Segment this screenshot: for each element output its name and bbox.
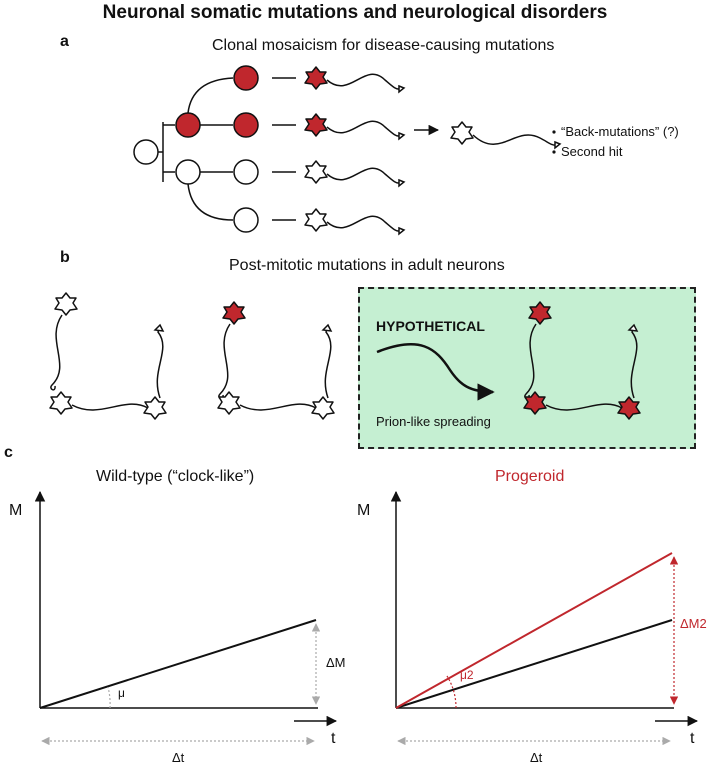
wildtype-neuron: [304, 208, 406, 236]
note-second-hit: Second hit: [561, 144, 623, 159]
panel-a-subtitle: Clonal mosaicism for disease-causing mut…: [212, 37, 555, 54]
wildtype-cell: [175, 159, 201, 185]
mutant-cell: [175, 112, 201, 138]
neuron-network-healthy: [49, 292, 167, 420]
plot-progeroid: [390, 490, 699, 746]
angle-arc: [446, 675, 457, 709]
left-plot-title: Wild-type (“clock-like”): [96, 468, 255, 485]
reverted-neuron: [450, 121, 562, 150]
left-y-axis-label: M: [9, 502, 23, 519]
left-x-axis-label: t: [331, 730, 336, 747]
angle-arc: [107, 686, 111, 709]
neuron-network-mutant: [217, 301, 335, 420]
mutation-rate-line: [395, 619, 673, 709]
mutant-neuron: [304, 113, 406, 141]
note-back-mutations: “Back-mutations” (?): [561, 124, 679, 139]
panel-letter-a: a: [60, 33, 69, 50]
lineage-tree: [133, 65, 562, 236]
spreading-arrow: [376, 342, 495, 401]
figure-title: Neuronal somatic mutations and neurologi…: [102, 2, 608, 23]
right-y-axis-label: M: [357, 502, 371, 519]
panel-letter-c: c: [4, 444, 13, 461]
mutation-rate-line: [39, 619, 317, 709]
panel-letter-b: b: [60, 249, 70, 266]
wildtype-cell: [233, 207, 259, 233]
right-delta-t-label: Δt: [530, 750, 543, 765]
right-delta-m2-label: ΔM2: [680, 616, 707, 631]
panel-b-subtitle: Post-mitotic mutations in adult neurons: [229, 257, 505, 274]
right-plot-title: Progeroid: [495, 468, 565, 485]
progeroid-rate-line: [395, 552, 673, 709]
left-delta-t-label: Δt: [172, 750, 185, 765]
neuron-network-spreading: [523, 301, 641, 420]
hypothetical-label: HYPOTHETICAL: [376, 318, 485, 334]
right-angle-label: μ2: [460, 668, 474, 682]
mutant-cell: [233, 112, 259, 138]
plot-wildtype: [34, 490, 338, 746]
left-angle-label: μ: [118, 686, 125, 700]
right-x-axis-label: t: [690, 730, 695, 747]
wildtype-cell: [233, 159, 259, 185]
spreading-label: Prion-like spreading: [376, 414, 491, 429]
mutant-cell: [233, 65, 259, 91]
wildtype-neuron: [304, 160, 406, 188]
left-delta-m-label: ΔM: [326, 655, 346, 670]
hypothetical-box: [358, 287, 696, 449]
progenitor-cell: [133, 139, 159, 165]
mutant-neuron: [304, 66, 406, 94]
